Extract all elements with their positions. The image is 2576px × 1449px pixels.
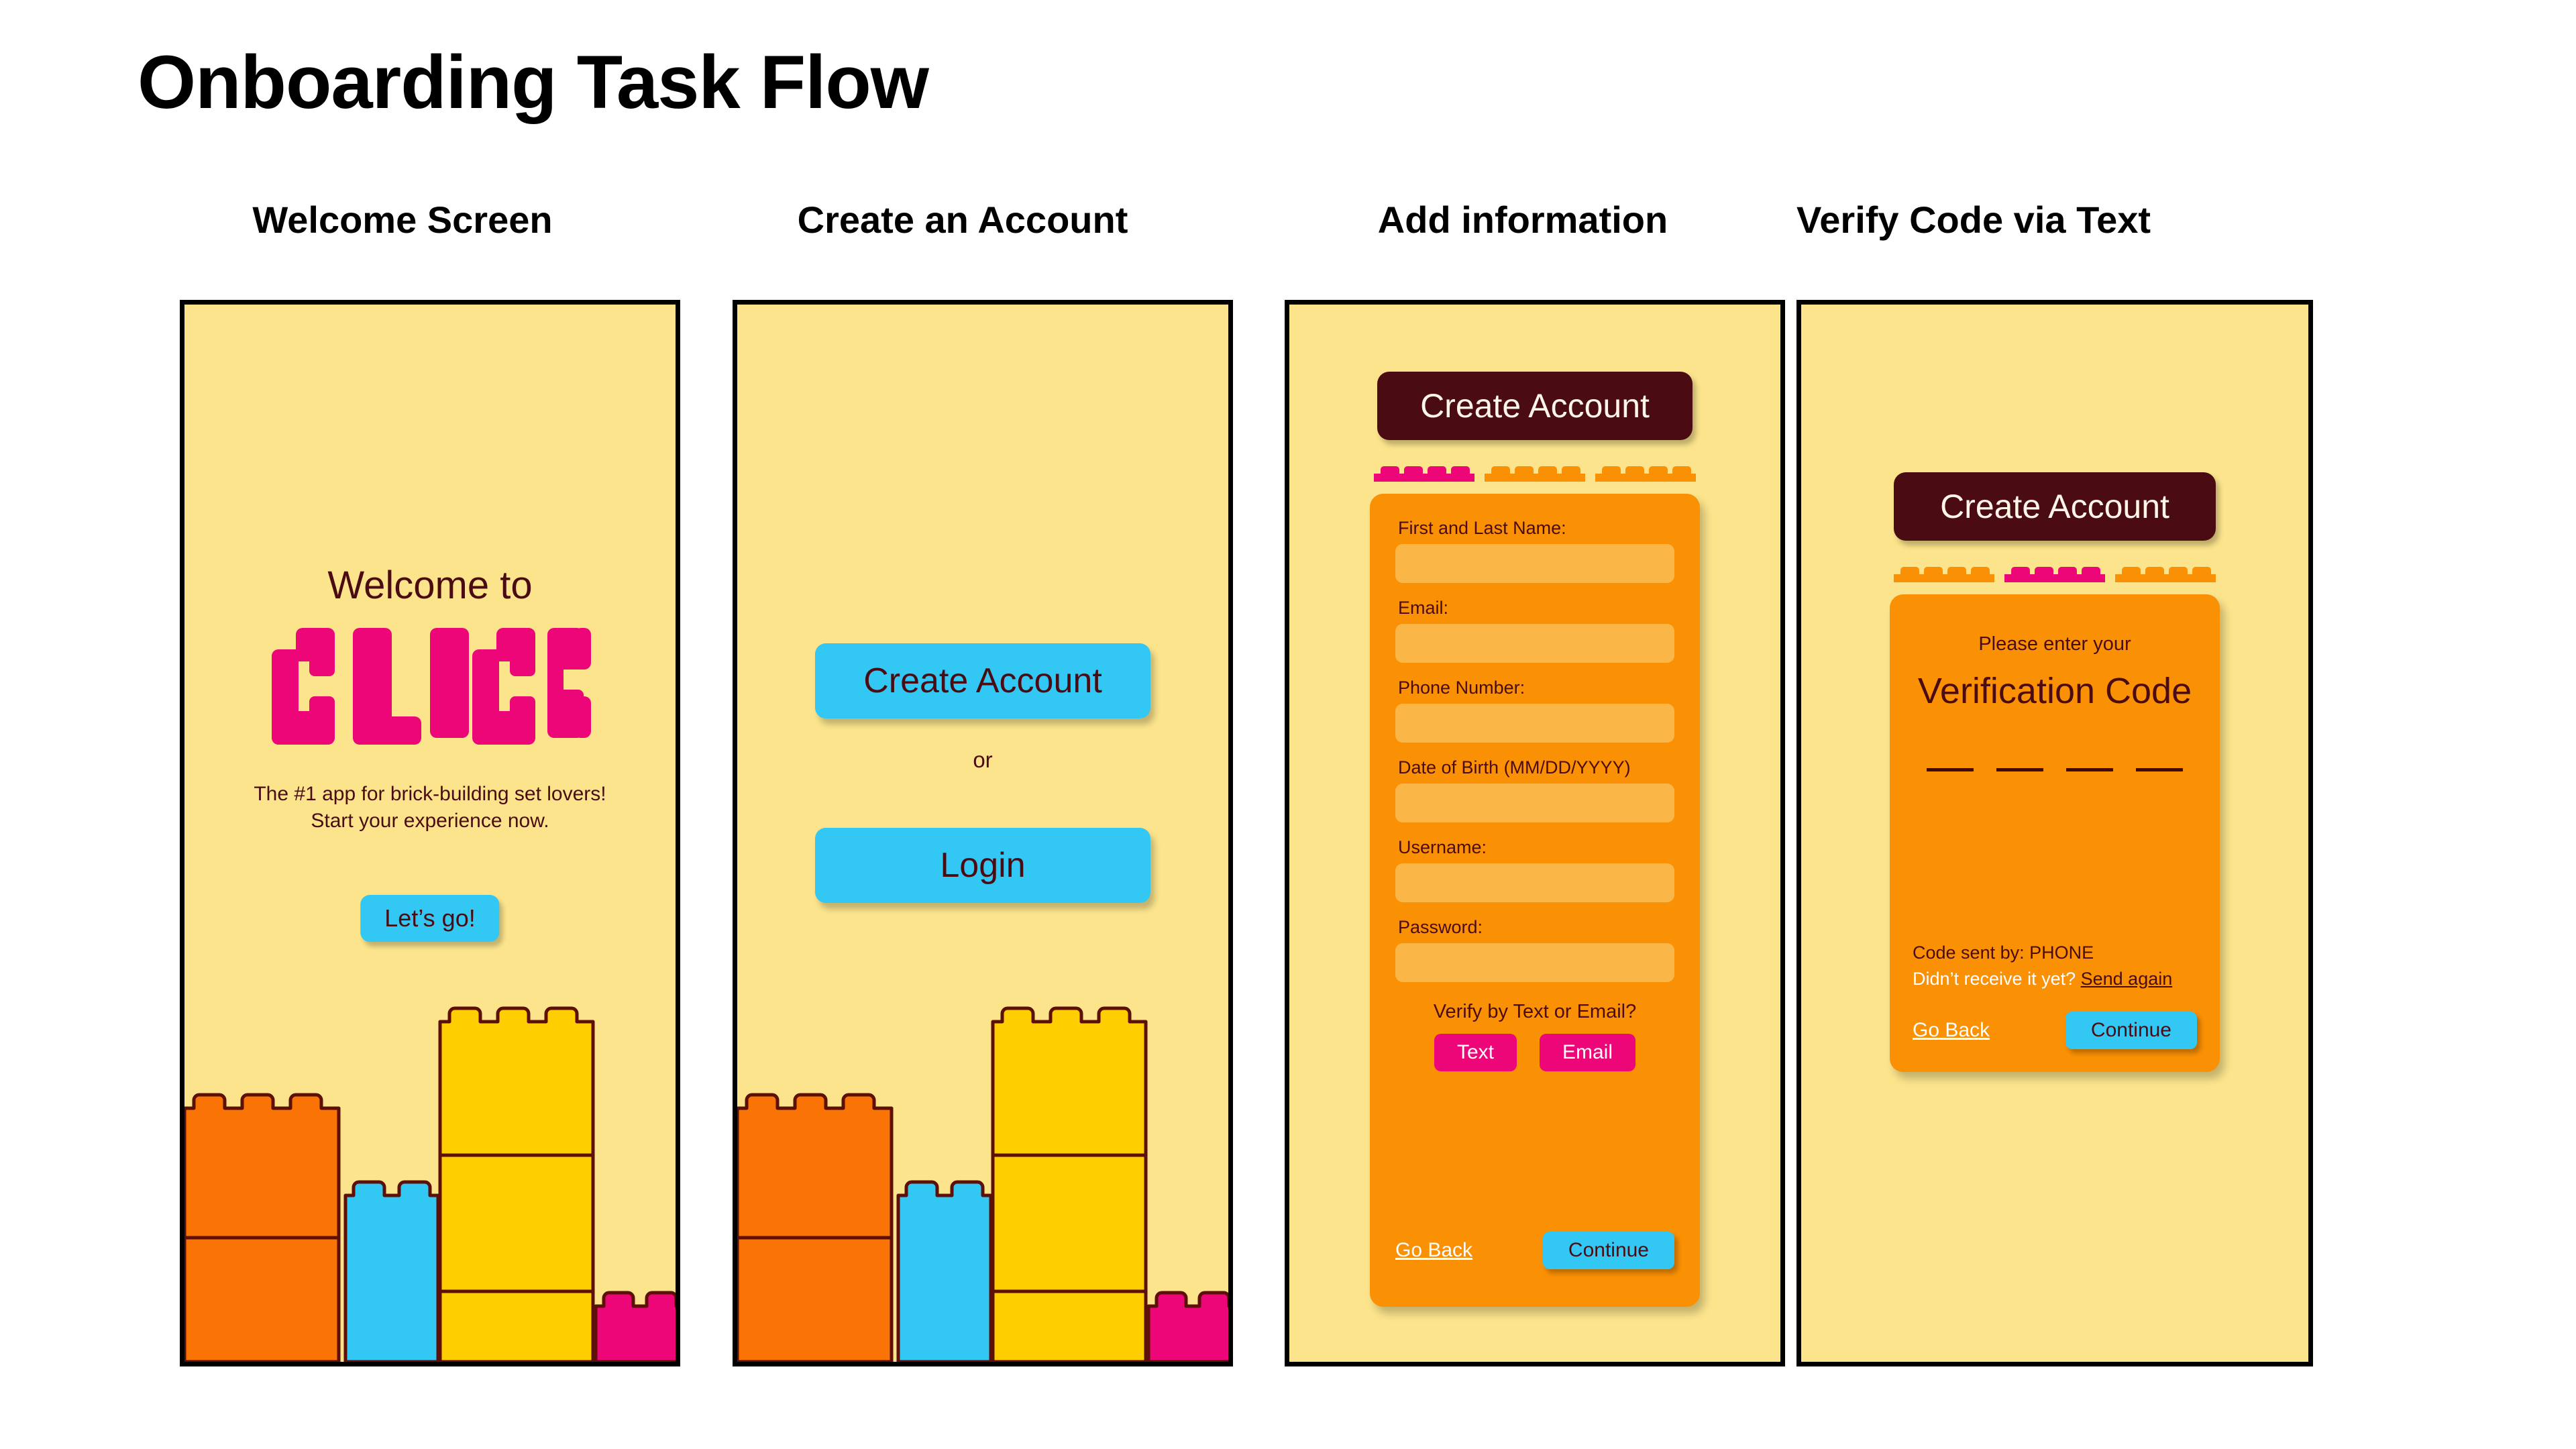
column-heading-add-information: Add information <box>1377 199 1668 241</box>
verify-method-question: Verify by Text or Email? <box>1433 1001 1637 1022</box>
or-label: or <box>973 747 993 772</box>
tagline-line-2: Start your experience now. <box>311 809 549 832</box>
progress-step-3-icon <box>2115 567 2216 582</box>
field-label-username: Username: <box>1398 837 1487 857</box>
signup-form-card: First and Last Name: Email: Phone Number… <box>1370 494 1700 1307</box>
phone-frame-verify-code: Create Account Please enter your Verific… <box>1796 300 2313 1366</box>
verify-by-email-button[interactable]: Email <box>1540 1034 1636 1071</box>
dob-field[interactable] <box>1395 784 1674 822</box>
code-sent-info: Code sent by: PHONE Didn’t receive it ye… <box>1913 940 2172 991</box>
field-label-name: First and Last Name: <box>1398 518 1566 538</box>
field-label-phone: Phone Number: <box>1398 678 1525 698</box>
field-label-email: Email: <box>1398 598 1449 618</box>
verify-by-text-button[interactable]: Text <box>1434 1034 1517 1071</box>
continue-button[interactable]: Continue <box>1542 1232 1674 1269</box>
column-heading-create-account: Create an Account <box>797 199 1128 241</box>
verification-code-title: Verification Code <box>1917 671 2192 711</box>
progress-step-1-active-icon <box>1374 466 1474 482</box>
click-logo-svg <box>272 628 591 745</box>
screen-column-create-account: Create an Account Create Account or Logi… <box>698 0 1233 1449</box>
lets-go-button[interactable]: Let’s go! <box>360 895 500 942</box>
didnt-receive-row: Didn’t receive it yet? Send again <box>1913 966 2172 991</box>
email-field[interactable] <box>1395 624 1674 663</box>
send-again-link[interactable]: Send again <box>2080 968 2173 989</box>
code-sent-label: Code sent by: PHONE <box>1913 943 2094 963</box>
progress-indicator-bricks <box>1374 464 1696 486</box>
screen-column-add-information: Add information Create Account First and… <box>1258 0 1788 1449</box>
continue-button[interactable]: Continue <box>2065 1012 2197 1049</box>
code-slot-3[interactable] <box>2066 768 2113 771</box>
go-back-link[interactable]: Go Back <box>1395 1239 1473 1261</box>
progress-indicator-bricks <box>1894 565 2216 586</box>
verification-code-inputs <box>1913 768 2197 771</box>
tagline-line-1: The #1 app for brick-building set lovers… <box>254 783 606 805</box>
please-enter-label: Please enter your <box>1978 633 2131 655</box>
page-title: Onboarding Task Flow <box>138 40 929 124</box>
brick-illustration-svg <box>737 1006 1228 1362</box>
column-heading-verify-code: Verify Code via Text <box>1796 199 2151 241</box>
create-account-header: Create Account <box>1377 372 1693 440</box>
form-footer: Go Back Continue <box>1395 1232 1674 1269</box>
field-label-password: Password: <box>1398 917 1483 937</box>
phone-frame-create-account: Create Account or Login <box>733 300 1233 1366</box>
login-button[interactable]: Login <box>815 828 1150 903</box>
brick-illustration-svg <box>184 1006 676 1362</box>
phone-field[interactable] <box>1395 704 1674 743</box>
code-slot-1[interactable] <box>1927 768 1974 771</box>
name-field[interactable] <box>1395 544 1674 583</box>
password-field[interactable] <box>1395 943 1674 982</box>
brick-illustration <box>184 986 676 1362</box>
verification-footer: Go Back Continue <box>1913 1012 2197 1049</box>
screen-column-verify-code: Verify Code via Text Create Account Plea… <box>1784 0 2314 1449</box>
code-slot-4[interactable] <box>2136 768 2183 771</box>
phone-frame-add-information: Create Account First and Last Name: Emai… <box>1285 300 1785 1366</box>
go-back-link[interactable]: Go Back <box>1913 1019 1990 1041</box>
create-account-button[interactable]: Create Account <box>815 643 1150 718</box>
column-heading-welcome: Welcome Screen <box>252 199 553 241</box>
progress-step-1-icon <box>1894 567 1994 582</box>
phone-frame-welcome: Welcome to Th <box>180 300 680 1366</box>
progress-step-2-icon <box>1485 466 1585 482</box>
screen-column-welcome: Welcome Screen Welcome to <box>138 0 680 1449</box>
click-logo <box>184 620 676 747</box>
verify-method-buttons: Text Email <box>1395 1034 1674 1071</box>
username-field[interactable] <box>1395 863 1674 902</box>
didnt-receive-label: Didn’t receive it yet? <box>1913 968 2076 989</box>
create-account-header: Create Account <box>1894 472 2216 541</box>
welcome-label: Welcome to <box>327 564 533 607</box>
field-label-dob: Date of Birth (MM/DD/YYYY) <box>1398 757 1631 777</box>
code-slot-2[interactable] <box>1996 768 2043 771</box>
progress-step-3-icon <box>1595 466 1696 482</box>
progress-step-2-active-icon <box>2004 567 2105 582</box>
verification-card: Please enter your Verification Code Code… <box>1890 594 2220 1072</box>
brick-illustration <box>737 986 1228 1362</box>
tagline: The #1 app for brick-building set lovers… <box>184 781 676 834</box>
